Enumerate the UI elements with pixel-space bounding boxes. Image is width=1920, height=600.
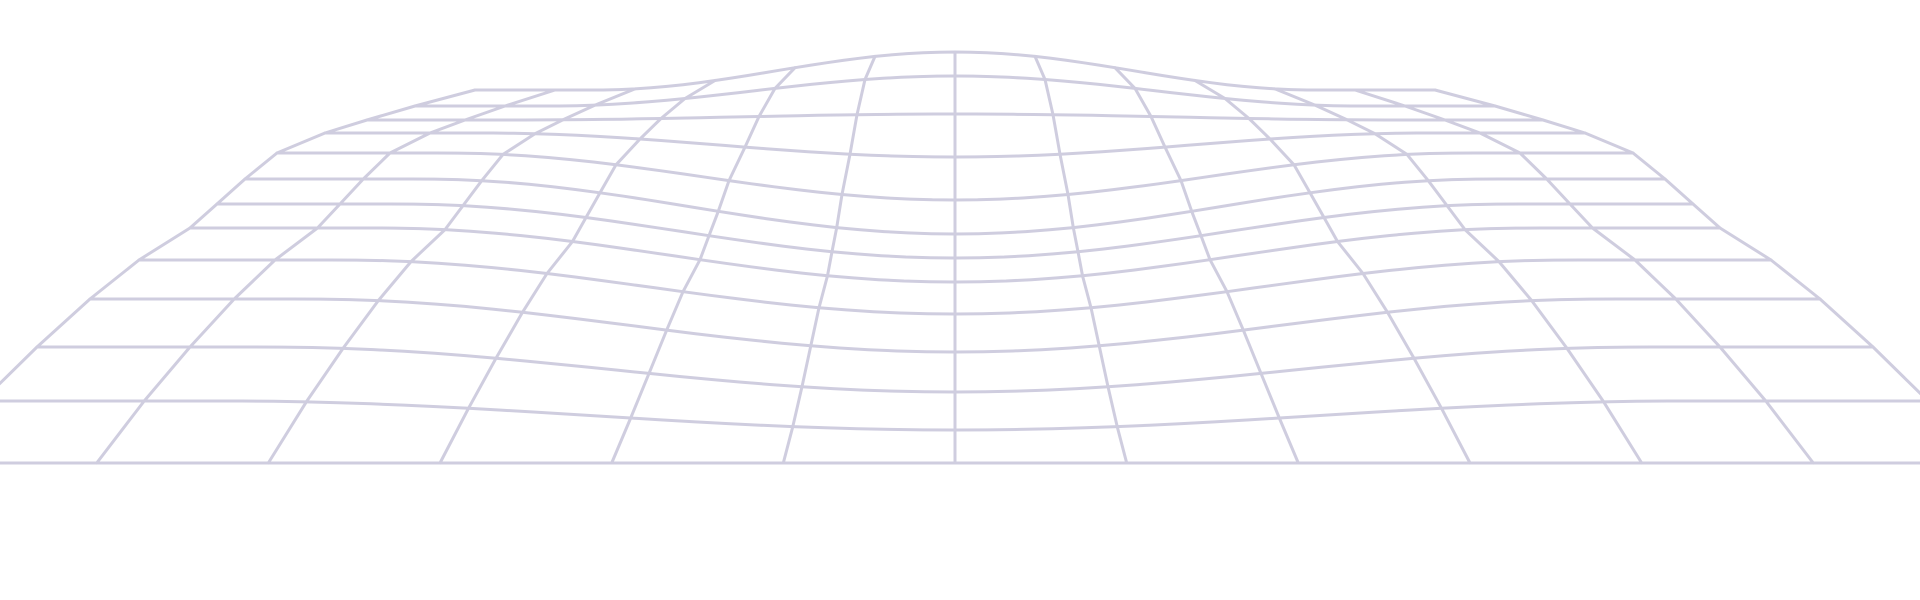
- mesh-row-line: [0, 399, 1920, 432]
- mesh-column-line: [1193, 79, 1472, 465]
- mesh-column-line: [1033, 54, 1129, 465]
- mesh-column-line: [438, 79, 717, 465]
- mesh-column-line: [95, 88, 557, 465]
- mesh-column-line: [610, 66, 797, 465]
- mesh-column-line: [266, 87, 637, 465]
- mesh-column-line: [1113, 66, 1300, 465]
- mesh-column-line: [1273, 87, 1644, 465]
- mesh-vertical-lines: [0, 50, 1920, 465]
- mesh-column-line: [0, 88, 477, 386]
- mesh-column-line: [1353, 88, 1815, 465]
- mesh-column-line: [781, 54, 877, 465]
- mesh-column-line: [1433, 88, 1920, 396]
